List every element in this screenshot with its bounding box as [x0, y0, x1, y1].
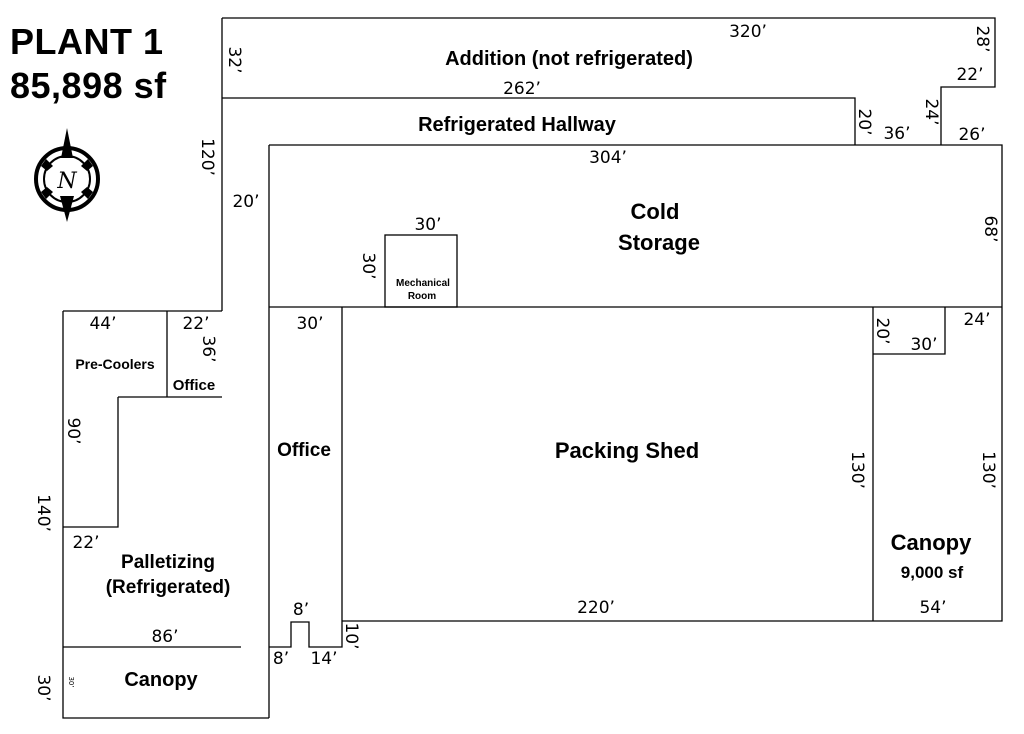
dim-140: 140’ — [33, 494, 53, 532]
dim-20-hallway: 20’ — [232, 192, 259, 212]
dim-130-right: 130’ — [978, 451, 998, 489]
dim-30-canopy: 30’ — [33, 674, 53, 701]
plant-title: PLANT 1 — [10, 21, 164, 62]
vertical-dimension-labels: 28’ 32’ 20’ 24’ 120’ 30’ 68’ 36’ 20’ 90’… — [33, 25, 1000, 701]
dim-8-bottom: 8’ — [273, 649, 289, 669]
dim-86: 86’ — [151, 627, 178, 647]
dim-22-top: 22’ — [956, 65, 983, 85]
room-addition: Addition (not refrigerated) — [445, 48, 693, 70]
dim-304: 304’ — [589, 148, 627, 168]
dim-220: 220’ — [577, 598, 615, 618]
dim-32: 32’ — [224, 46, 244, 73]
dimension-labels: 320’ 22’ 262’ 36’ 26’ 304’ 20’ 30’ 44’ 2… — [72, 22, 990, 669]
room-office-main: Office — [277, 440, 331, 461]
dim-30-notch: 30’ — [910, 335, 937, 355]
dim-22-office: 22’ — [182, 314, 209, 334]
room-mechanical-line2: Room — [408, 291, 436, 302]
dim-130-left: 130’ — [847, 451, 867, 489]
room-palletizing-line1: Palletizing — [121, 552, 215, 573]
room-canopy-right-area: 9,000 sf — [901, 563, 964, 582]
room-mechanical-line1: Mechanical — [396, 278, 450, 289]
dim-120: 120’ — [197, 138, 217, 176]
entry-notch — [269, 621, 343, 648]
dim-26: 26’ — [958, 125, 985, 145]
mechanical-room-walls — [384, 234, 458, 308]
dim-24-top: 24’ — [921, 98, 941, 125]
room-cold-storage-line1: Cold — [631, 199, 680, 224]
dim-22-lower: 22’ — [72, 533, 99, 553]
compass-letter: N — [56, 169, 77, 194]
dim-30-mech-side: 30’ — [358, 252, 378, 279]
dim-54: 54’ — [919, 598, 946, 618]
room-cold-storage-line2: Storage — [618, 230, 700, 255]
palletizing-outer-wall — [62, 311, 269, 719]
canopy-notch — [873, 307, 946, 355]
north-arrow-icon: N — [34, 128, 100, 222]
room-office-small: Office — [173, 377, 216, 394]
dim-20-notch: 20’ — [872, 317, 892, 344]
room-canopy-right: Canopy — [891, 530, 972, 555]
dim-30-tiny: 30’ — [67, 676, 75, 687]
dim-30-mech-top: 30’ — [414, 215, 441, 235]
dim-8-notch: 8’ — [293, 600, 309, 620]
dim-14: 14’ — [310, 649, 337, 669]
dim-36-top: 36’ — [883, 124, 910, 144]
room-packing-shed: Packing Shed — [555, 438, 699, 463]
dim-90: 90’ — [63, 417, 83, 444]
dim-44: 44’ — [89, 314, 116, 334]
dim-262: 262’ — [503, 79, 541, 99]
pre-coolers-inner-wall — [63, 397, 119, 528]
room-hallway: Refrigerated Hallway — [418, 114, 617, 136]
room-palletizing-line2: (Refrigerated) — [106, 577, 231, 598]
dim-28: 28’ — [972, 25, 992, 52]
dim-320: 320’ — [729, 22, 767, 42]
dim-10: 10’ — [341, 622, 361, 649]
dim-24-right: 24’ — [963, 310, 990, 330]
plant-area: 85,898 sf — [10, 65, 167, 106]
walls — [62, 17, 1003, 719]
room-labels: Addition (not refrigerated) Refrigerated… — [75, 48, 972, 691]
dim-20-hall-right: 20’ — [854, 108, 874, 135]
room-canopy-bottom: Canopy — [124, 669, 198, 691]
room-pre-coolers: Pre-Coolers — [75, 356, 155, 372]
hallway-south-wall — [222, 97, 856, 145]
cold-storage-outline — [269, 144, 1003, 622]
dim-30-office: 30’ — [296, 314, 323, 334]
addition-outline — [222, 17, 996, 145]
dim-36-office: 36’ — [198, 335, 218, 362]
dim-68: 68’ — [980, 215, 1000, 242]
